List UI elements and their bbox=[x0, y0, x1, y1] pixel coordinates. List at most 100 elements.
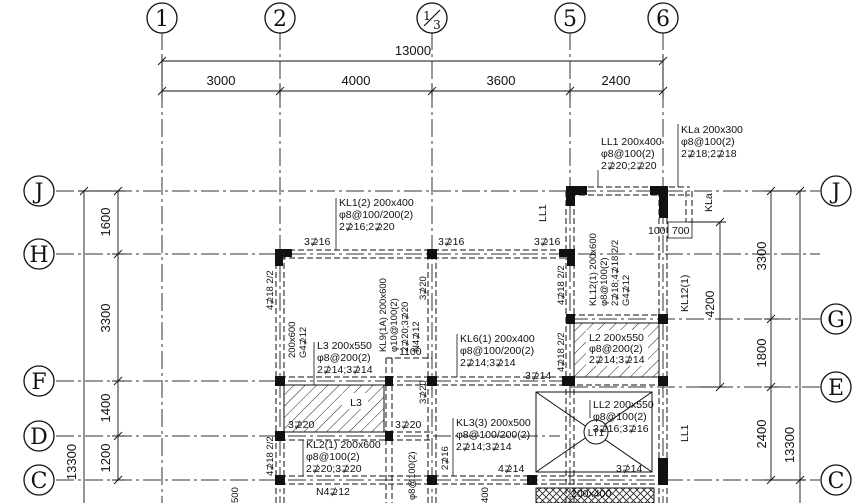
note-L3-line3: 2⊉14;3⊉14 bbox=[317, 364, 373, 376]
axis-bubble-E-right bbox=[820, 371, 852, 403]
grid-axis-lines bbox=[56, 32, 820, 503]
column-5-H bbox=[559, 249, 575, 266]
rebar-3o20-a: 3⊉20 bbox=[288, 419, 314, 431]
label-418-c: 4⊉18 2/2 bbox=[556, 265, 567, 305]
axis-bubble-C-left bbox=[23, 464, 55, 496]
dim-100: 100 bbox=[648, 225, 666, 237]
note-KL1-line2: φ8@100/200(2) bbox=[339, 209, 413, 221]
label-kl12v-4: G4⊉12 bbox=[621, 275, 632, 306]
axis-bubble-H-left bbox=[23, 238, 55, 270]
note-KLa-line2: φ8@100(2) bbox=[681, 136, 735, 148]
column-3-F bbox=[427, 376, 437, 386]
label-3o20-v2: 3⊉20 bbox=[418, 380, 429, 404]
label-418-a: 4⊉18 2/2 bbox=[265, 270, 276, 310]
axis-bubble-5 bbox=[554, 2, 586, 34]
column-6-F bbox=[658, 376, 668, 386]
column-2-H bbox=[275, 249, 292, 266]
note-KL6-line1: KL6(1) 200x400 bbox=[460, 333, 535, 345]
note-KL3-line3: 2⊉14;3⊉14 bbox=[456, 441, 512, 453]
column-2-F bbox=[275, 376, 285, 386]
axis-label-E-right: E bbox=[828, 376, 844, 401]
label-2o16-v: 2⊉16 bbox=[440, 446, 451, 470]
note-KL2-line2: φ8@100(2) bbox=[306, 451, 360, 463]
lt1-bubble bbox=[583, 419, 609, 445]
dim-700: 700 bbox=[672, 225, 690, 237]
label-kl12v-1: KL12(1) 200x600 bbox=[588, 233, 599, 306]
column-3-C bbox=[427, 475, 437, 485]
column-5-C bbox=[527, 475, 537, 485]
label-200x600: 200x600 bbox=[287, 322, 298, 358]
note-LL2-line1: LL2 200x550 bbox=[593, 399, 654, 411]
label-KLa-v: KLa bbox=[703, 193, 715, 212]
label-3o20-v: 3⊉20 bbox=[418, 276, 429, 300]
note-KL3: KL3(3) 200x500 φ8@100/200(2) 2⊉14;3⊉14 bbox=[452, 417, 531, 476]
note-KL2-line3: 2⊉20;3⊉20 bbox=[306, 463, 362, 475]
columns bbox=[275, 186, 668, 485]
note-LL2-line2: φ8@100(2) bbox=[593, 411, 647, 423]
dim-F-D: 1400 bbox=[98, 394, 113, 423]
note-LL1: LL1 200x400 φ8@100(2) 2⊉20;2⊉20 bbox=[597, 136, 662, 187]
axis-bubble-G-right bbox=[820, 303, 852, 335]
right-dimensions bbox=[688, 186, 806, 503]
dim-G-E: 1800 bbox=[754, 339, 769, 368]
axis-bubble-2 bbox=[264, 2, 296, 34]
note-KL6-line3: 2⊉14;3⊉14 bbox=[460, 357, 516, 369]
note-L2-line2: φ8@200(2) bbox=[589, 343, 643, 355]
top-dimensions bbox=[157, 55, 668, 98]
vertical-labels: LL1 LL1 KLa KL12(1) 4⊉18 2/2 4⊉18 2/2 4⊉… bbox=[230, 193, 715, 503]
tag-L3: L3 bbox=[350, 397, 362, 409]
column-mid-D bbox=[385, 431, 393, 441]
column-5-J bbox=[566, 186, 587, 206]
opening-L3-label-box bbox=[342, 393, 368, 409]
column-6-C bbox=[658, 458, 668, 485]
column-5-G bbox=[566, 314, 575, 324]
axis-bubble-1-3-divider bbox=[423, 9, 441, 27]
dim-1-2: 3000 bbox=[207, 73, 236, 88]
axis-bubble-6 bbox=[647, 2, 679, 34]
label-kl9-1: KL9(1A) 200x600 bbox=[378, 278, 389, 352]
axis-label-J-right: J bbox=[830, 180, 841, 205]
note-KLa: KLa 200x300 φ8@100(2) 2⊉18;2⊉18 bbox=[677, 124, 743, 187]
note-KL1: KL1(2) 200x400 φ8@100/200(2) 2⊉16;2⊉20 bbox=[335, 197, 414, 250]
top-dimension-texts: 13000 3000 4000 3600 2400 bbox=[207, 43, 631, 88]
opening-bottom-hatch bbox=[535, 487, 655, 503]
note-L2-line3: 2⊉14;3⊉14 bbox=[589, 354, 645, 366]
rebar-3o16-a: 3⊉16 bbox=[304, 236, 330, 248]
opening-L2-label-box bbox=[586, 330, 648, 366]
note-KL6: KL6(1) 200x400 φ8@100/200(2) 2⊉14;3⊉14 bbox=[456, 333, 535, 377]
rebar-3o20-b: 3⊉20 bbox=[395, 419, 421, 431]
rebar-3o14-b: 3⊉14 bbox=[616, 463, 642, 475]
axis-bubble-F-left bbox=[23, 365, 55, 397]
rebar-3o16-c: 3⊉16 bbox=[534, 236, 560, 248]
note-KL3-line2: φ8@100/200(2) bbox=[456, 429, 530, 441]
note-KL6-line2: φ8@100/200(2) bbox=[460, 345, 534, 357]
label-LL1-v2: LL1 bbox=[679, 424, 691, 442]
rebar-200x400: 200x400 bbox=[571, 488, 611, 500]
left-dimension-texts: 1600 3300 1400 1200 13300 bbox=[64, 208, 113, 481]
note-KL1-line3: 2⊉16;2⊉20 bbox=[339, 221, 395, 233]
axis-label-1-3-bottom: 3 bbox=[433, 18, 441, 32]
axis-label-5: 5 bbox=[563, 7, 577, 32]
column-6-G bbox=[658, 314, 668, 324]
axis-label-1: 1 bbox=[155, 7, 169, 32]
dim-J-H: 1600 bbox=[98, 208, 113, 237]
label-418-d: 4⊉18 2/2 bbox=[556, 332, 567, 372]
note-KL3-line1: KL3(3) 200x500 bbox=[456, 417, 531, 429]
dim-right-total: 13300 bbox=[782, 427, 797, 463]
axis-label-6: 6 bbox=[656, 7, 670, 32]
dim-left-total: 13300 bbox=[64, 444, 79, 480]
label-kl9b-v: φ8@100(2) bbox=[407, 451, 418, 500]
label-kl9-4: N4⊉12 bbox=[411, 321, 422, 352]
axis-label-F-left: F bbox=[31, 370, 46, 395]
dim-D-C: 1200 bbox=[98, 444, 113, 473]
rebar-labels: 3⊉16 3⊉16 3⊉16 3⊉14 3⊉14 4⊉14 3⊉20 3⊉20 … bbox=[288, 225, 690, 500]
note-KL1-line1: KL1(2) 200x400 bbox=[339, 197, 414, 209]
rebar-N4o12: N4⊉12 bbox=[316, 486, 350, 498]
dim-total-top: 13000 bbox=[395, 43, 431, 58]
label-kl12v-3: 2⊉18;4⊉18 2/2 bbox=[610, 240, 621, 306]
dim-J-G: 3300 bbox=[754, 242, 769, 271]
axis-bubble-C-right bbox=[820, 464, 852, 496]
note-KL2-line1: KL2(1) 200x600 bbox=[306, 439, 381, 451]
column-mid-F bbox=[385, 376, 393, 386]
axis-label-1-3-top: 1 bbox=[423, 9, 431, 23]
